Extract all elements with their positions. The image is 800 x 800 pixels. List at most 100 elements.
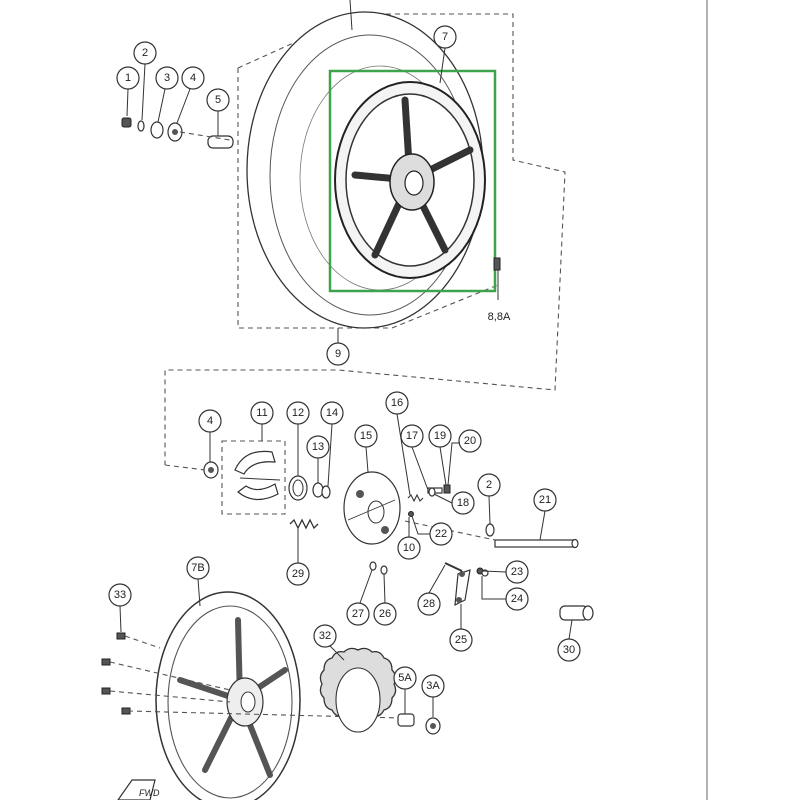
callout-28: 28 xyxy=(417,592,441,616)
part-18-washer xyxy=(428,487,436,497)
callout-2: 2 xyxy=(133,41,157,65)
callout-13: 13 xyxy=(306,435,330,459)
svg-text:25: 25 xyxy=(455,634,467,646)
callout-25: 25 xyxy=(449,628,473,652)
callout-22: 22 xyxy=(429,522,453,546)
svg-text:2: 2 xyxy=(142,47,148,59)
part-14-oring xyxy=(321,485,331,499)
svg-text:3: 3 xyxy=(164,72,170,84)
svg-text:2: 2 xyxy=(486,479,492,491)
callout-26: 26 xyxy=(373,602,397,626)
axle xyxy=(494,538,579,549)
svg-text:26: 26 xyxy=(379,608,391,620)
svg-text:16: 16 xyxy=(391,397,403,409)
callout-10: 10 xyxy=(397,536,421,560)
callout-24: 24 xyxy=(505,587,529,611)
spacer-30 xyxy=(559,605,594,621)
callout-32: 32 xyxy=(313,624,337,648)
callout-3: 3 xyxy=(155,66,179,90)
brake-panel xyxy=(343,471,401,545)
callout-14: 14 xyxy=(320,401,344,425)
callout-2-rear: 2 xyxy=(477,473,501,497)
svg-text:23: 23 xyxy=(511,566,523,578)
svg-text:22: 22 xyxy=(435,528,447,540)
svg-text:3A: 3A xyxy=(426,680,440,692)
svg-text:4: 4 xyxy=(190,72,196,84)
callout-4-rear: 4 xyxy=(198,409,222,433)
forward-arrow-icon: FWD xyxy=(117,779,160,800)
part-19-nut xyxy=(443,484,451,494)
svg-text:17: 17 xyxy=(406,430,418,442)
part-16-spring xyxy=(407,493,424,503)
callout-18: 18 xyxy=(451,491,475,515)
part-5-spacer xyxy=(207,135,234,149)
svg-text:20: 20 xyxy=(464,435,476,447)
svg-text:FWD: FWD xyxy=(139,788,160,798)
svg-text:7: 7 xyxy=(442,31,448,43)
svg-text:12: 12 xyxy=(292,407,304,419)
brake-shoes xyxy=(234,450,281,501)
svg-text:1: 1 xyxy=(125,72,131,84)
part-29-spring xyxy=(289,518,319,530)
part-28-bolt xyxy=(444,562,463,572)
part-26-washer xyxy=(380,565,388,575)
part-2-washer xyxy=(137,120,145,132)
callout-19: 19 xyxy=(428,424,452,448)
callout-7: 7 xyxy=(433,25,457,49)
callout-29: 29 xyxy=(286,562,310,586)
svg-text:4: 4 xyxy=(207,415,213,427)
callout-21: 21 xyxy=(533,488,557,512)
callout-17: 17 xyxy=(400,424,424,448)
callout-4: 4 xyxy=(181,66,205,90)
callout-27: 27 xyxy=(346,602,370,626)
callout-12: 12 xyxy=(286,401,310,425)
svg-text:24: 24 xyxy=(511,593,523,605)
wheel-rim xyxy=(334,81,486,279)
svg-text:15: 15 xyxy=(360,430,372,442)
svg-text:30: 30 xyxy=(563,644,575,656)
svg-text:21: 21 xyxy=(539,494,551,506)
part-27-washer xyxy=(369,561,377,571)
valve-8 xyxy=(493,257,501,271)
part-1-nut xyxy=(121,117,132,128)
part-5A-spacer xyxy=(397,713,415,727)
callout-7B: 7B xyxy=(186,556,210,580)
callout-5: 5 xyxy=(206,88,230,112)
assembly-dashed-outline xyxy=(164,13,566,465)
disc-bolts xyxy=(101,632,131,715)
part-22-pin xyxy=(408,511,414,517)
callout-8-label: 8,8A xyxy=(488,311,511,323)
svg-text:5: 5 xyxy=(215,94,221,106)
part-13-washer xyxy=(312,482,324,498)
svg-text:14: 14 xyxy=(326,407,338,419)
callout-5A: 5A xyxy=(393,666,417,690)
highlight-box xyxy=(328,69,497,293)
part-2-washer-rear xyxy=(485,523,495,537)
svg-text:7B: 7B xyxy=(191,562,204,574)
svg-text:29: 29 xyxy=(292,568,304,580)
callout-1: 1 xyxy=(116,66,140,90)
svg-text:19: 19 xyxy=(434,430,446,442)
svg-text:27: 27 xyxy=(352,608,364,620)
brake-arm xyxy=(454,569,471,607)
svg-text:10: 10 xyxy=(403,542,415,554)
brake-shoe-group-box xyxy=(221,440,286,515)
svg-text:5A: 5A xyxy=(398,672,412,684)
callout-23: 23 xyxy=(505,560,529,584)
callout-33: 33 xyxy=(108,583,132,607)
front-wheel-rim xyxy=(155,591,301,800)
callout-3A: 3A xyxy=(421,674,445,698)
svg-text:18: 18 xyxy=(457,497,469,509)
brake-disc xyxy=(319,647,397,733)
svg-text:32: 32 xyxy=(319,630,331,642)
svg-text:33: 33 xyxy=(114,589,126,601)
svg-text:28: 28 xyxy=(423,598,435,610)
callout-11: 11 xyxy=(250,401,274,425)
part-3-collar xyxy=(150,121,164,139)
callout-15: 15 xyxy=(354,424,378,448)
callout-20: 20 xyxy=(458,429,482,453)
svg-text:11: 11 xyxy=(256,407,267,419)
callout-30: 30 xyxy=(557,638,581,662)
callout-9: 9 xyxy=(326,342,350,366)
